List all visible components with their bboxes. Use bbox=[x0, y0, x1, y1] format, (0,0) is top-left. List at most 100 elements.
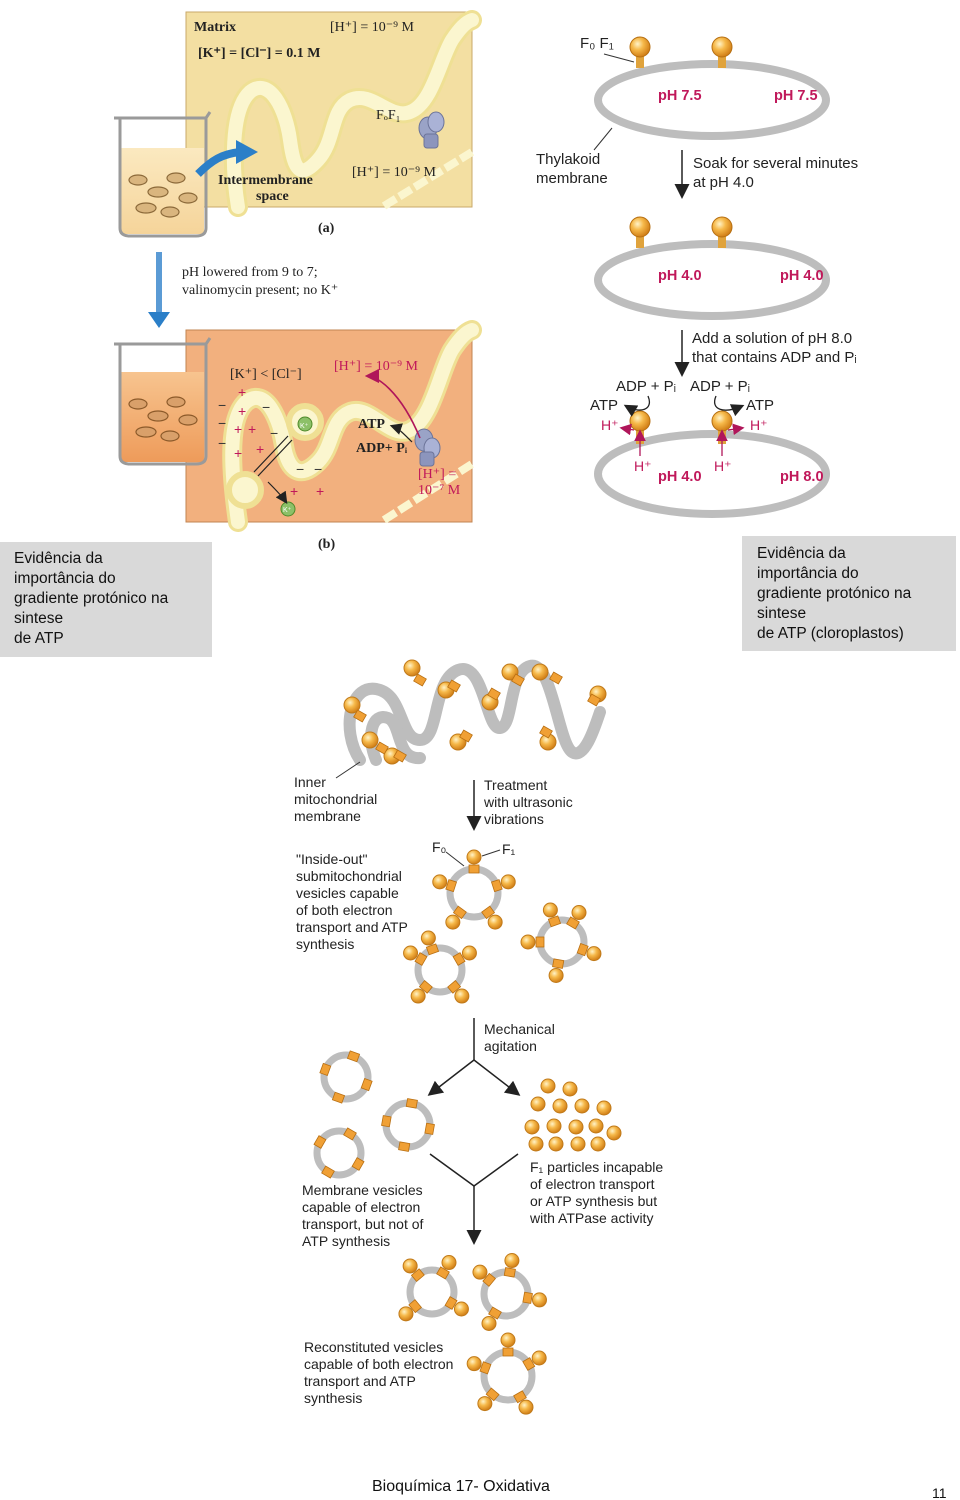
callout-left-line: importância do bbox=[14, 570, 116, 587]
reconstituted-label-3: transport and ATP bbox=[304, 1373, 416, 1389]
f0-stalk-icon bbox=[414, 952, 428, 966]
f1-head-icon bbox=[445, 914, 461, 930]
f1-head-icon bbox=[504, 1253, 520, 1269]
f0-stalk-icon bbox=[511, 673, 525, 687]
f1-particles-label-1: F₁ particles incapable bbox=[530, 1159, 663, 1175]
f0-stalk-icon bbox=[405, 1098, 418, 1109]
beaker-1-icon bbox=[114, 111, 258, 238]
f0-stalk-icon bbox=[549, 671, 563, 685]
adp-pi-left: ADP + Pᵢ bbox=[616, 378, 676, 395]
f0-stalk-icon bbox=[398, 1141, 411, 1152]
panel-a-caption: (a) bbox=[318, 221, 335, 236]
svg-text:+: + bbox=[238, 384, 246, 400]
vesicle-icon bbox=[406, 1266, 458, 1318]
svg-text:+: + bbox=[248, 421, 256, 437]
f1-head-icon bbox=[466, 1356, 482, 1372]
f0-stalk-icon bbox=[482, 1272, 496, 1287]
svg-text:+: + bbox=[316, 483, 324, 499]
f0-stalk-icon bbox=[418, 980, 433, 994]
intermembrane-label-2: space bbox=[256, 189, 289, 204]
f0-stalk-icon bbox=[444, 1296, 458, 1310]
f0-stalk-icon bbox=[522, 1291, 533, 1304]
f1-head-icon bbox=[403, 659, 421, 677]
inner-membrane-label-3: membrane bbox=[294, 808, 361, 824]
f0-stalk-icon bbox=[487, 687, 501, 701]
f1-head-icon bbox=[518, 1399, 534, 1415]
f1-head-icon bbox=[590, 1136, 606, 1152]
inside-out-label-2: submitochondrial bbox=[296, 868, 402, 884]
inside-out-label-1: "Inside-out" bbox=[296, 851, 367, 867]
callout-left-line: gradiente protónico na bbox=[14, 590, 169, 607]
proton-flow-arrow bbox=[364, 368, 421, 439]
svg-text:+: + bbox=[234, 445, 242, 461]
f0-stalk-icon bbox=[447, 980, 462, 994]
fof1-label: FₒF₁ bbox=[376, 108, 401, 123]
f0-stalk-icon bbox=[381, 1115, 392, 1128]
add-solution-label-2: that contains ADP and Pᵢ bbox=[692, 349, 857, 366]
f1-head-icon bbox=[454, 988, 470, 1004]
reconstituted-label-1: Reconstituted vesicles bbox=[304, 1339, 443, 1355]
inside-out-label-6: synthesis bbox=[296, 936, 354, 952]
f0f1-label: F₀ F₁ bbox=[580, 35, 614, 52]
panel-b-caption: (b) bbox=[318, 537, 335, 552]
callout-right-line: sintese bbox=[757, 605, 807, 622]
ph75-left: pH 7.5 bbox=[658, 88, 702, 104]
svg-text:−: − bbox=[296, 461, 304, 477]
membrane-vesicles-label-1: Membrane vesicles bbox=[302, 1182, 423, 1198]
vesicles bbox=[313, 849, 602, 1415]
svg-text:+: + bbox=[290, 483, 298, 499]
f1-head-icon bbox=[586, 946, 602, 962]
f0-stalk-icon bbox=[459, 729, 473, 743]
treatment-label-2: with ultrasonic bbox=[483, 794, 573, 810]
intermembrane-label-1: Intermembrane bbox=[218, 173, 313, 188]
f1-head-icon bbox=[531, 1350, 547, 1366]
f1-head-icon bbox=[403, 945, 419, 961]
f1-head-icon bbox=[548, 967, 564, 983]
ph40-left: pH 4.0 bbox=[658, 268, 702, 284]
thylakoid-label-2: membrane bbox=[536, 170, 608, 187]
f0-stalk-icon bbox=[547, 915, 562, 928]
callout-left: Evidência da importância do gradiente pr… bbox=[0, 542, 212, 657]
inside-out-label-5: transport and ATP bbox=[296, 919, 408, 935]
f0-stalk-icon bbox=[331, 1091, 346, 1104]
f0-stalk-icon bbox=[424, 1122, 435, 1135]
f0-stalk-icon bbox=[488, 1306, 502, 1320]
down-arrow-icon bbox=[148, 252, 170, 328]
svg-text:+: + bbox=[238, 403, 246, 419]
mechanical-label-1: Mechanical bbox=[484, 1021, 555, 1037]
thylakoid-experiment: F₀ F₁ pH 7.5 pH 7.5 Thylakoid membrane S… bbox=[536, 35, 858, 518]
h-plus-2: H⁺ bbox=[750, 417, 768, 433]
f1-particles-label-3: or ATP synthesis but bbox=[530, 1193, 657, 1209]
callout-left-line: de ATP bbox=[14, 630, 64, 647]
h-bottom-label-2: 10⁻⁷ M bbox=[418, 483, 461, 498]
thylakoid-membrane-1 bbox=[594, 60, 830, 140]
f0-stalk-icon bbox=[436, 1266, 450, 1280]
inside-out-label-4: of both electron bbox=[296, 902, 393, 918]
svg-text:−: − bbox=[270, 425, 278, 441]
f1-label: F₁ bbox=[502, 841, 516, 857]
page-number: 11 bbox=[932, 1485, 947, 1500]
f0-stalk-icon bbox=[445, 879, 458, 893]
f0-stalk-icon bbox=[452, 905, 467, 920]
f1-head-icon bbox=[361, 731, 379, 749]
add-solution-label-1: Add a solution of pH 8.0 bbox=[692, 330, 852, 347]
f0-stalk-icon bbox=[393, 749, 407, 763]
f1-head-icon bbox=[500, 1332, 516, 1348]
k-lt-cl-label: [K⁺] < [Cl⁻] bbox=[230, 367, 302, 382]
svg-text:−: − bbox=[218, 415, 226, 431]
footer-title: Bioquímica 17- Oxidativa bbox=[372, 1478, 550, 1495]
f0-stalk-icon bbox=[353, 709, 367, 723]
callout-right-line: Evidência da bbox=[757, 545, 846, 562]
f0-stalk-icon bbox=[503, 1267, 516, 1278]
f1-head-icon bbox=[596, 1100, 612, 1116]
free-f1-particles bbox=[524, 1078, 622, 1152]
svg-text:K⁺: K⁺ bbox=[283, 507, 292, 514]
callout-left-line: Evidência da bbox=[14, 550, 103, 567]
f0-stalk-icon bbox=[502, 1347, 514, 1357]
f0-stalk-icon bbox=[321, 1165, 335, 1179]
callout-right: Evidência da importância do gradiente pr… bbox=[742, 536, 956, 651]
vesicle-icon bbox=[382, 1099, 434, 1151]
vesicle-icon bbox=[313, 1127, 365, 1179]
treatment-label-1: Treatment bbox=[484, 777, 547, 793]
